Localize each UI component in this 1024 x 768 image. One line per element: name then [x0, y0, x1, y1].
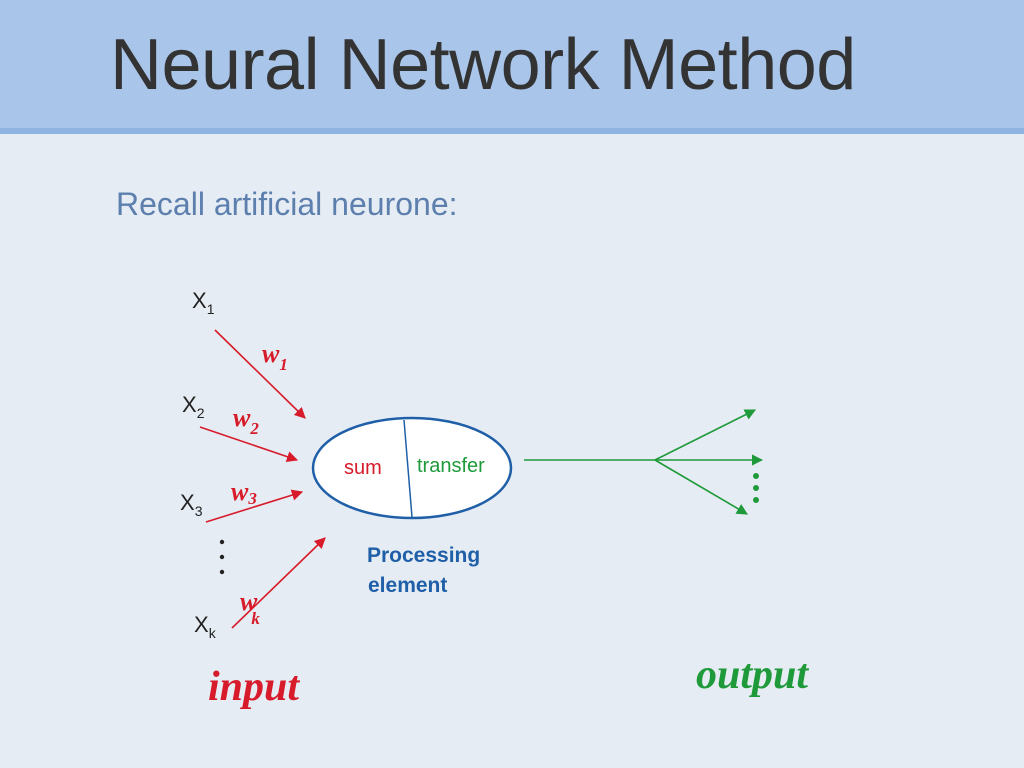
input-ellipsis-dot: [219, 554, 225, 560]
processing-caption-line1: Processing: [367, 544, 480, 567]
output-ellipsis-dot: [753, 485, 759, 491]
slide-title: Neural Network Method: [110, 25, 856, 105]
output-label: output: [696, 652, 809, 698]
input-arrow-3: [205, 489, 304, 523]
processing-divider: [403, 419, 413, 518]
processing-caption-line2: element: [368, 574, 447, 597]
processing-element: [311, 416, 513, 520]
input-arrow-1: [214, 329, 306, 419]
output-ellipsis-dot: [753, 473, 759, 479]
input-label-k: Xk: [194, 612, 217, 641]
weight-label-2: w2: [233, 403, 259, 438]
input-ellipsis-dot: [219, 569, 225, 575]
input-arrow-k: [231, 537, 326, 629]
weight-label-1: w1: [262, 339, 288, 374]
input-arrow-2: [199, 426, 299, 463]
input-label-2: X2: [182, 392, 205, 421]
title-band: [0, 0, 1024, 134]
input-label: input: [208, 664, 300, 710]
sum-label: sum: [344, 457, 382, 479]
output-arrow-up: [654, 409, 757, 461]
input-ellipsis-dot: [219, 539, 225, 545]
output-arrow-down: [654, 459, 748, 515]
output-ellipsis-dot: [753, 497, 759, 503]
weight-label-3: w3: [231, 477, 257, 508]
slide-subtitle: Recall artificial neurone:: [116, 186, 458, 222]
input-label-1: X1: [192, 288, 215, 317]
input-label-3: X3: [180, 490, 203, 519]
transfer-label: transfer: [417, 455, 485, 477]
